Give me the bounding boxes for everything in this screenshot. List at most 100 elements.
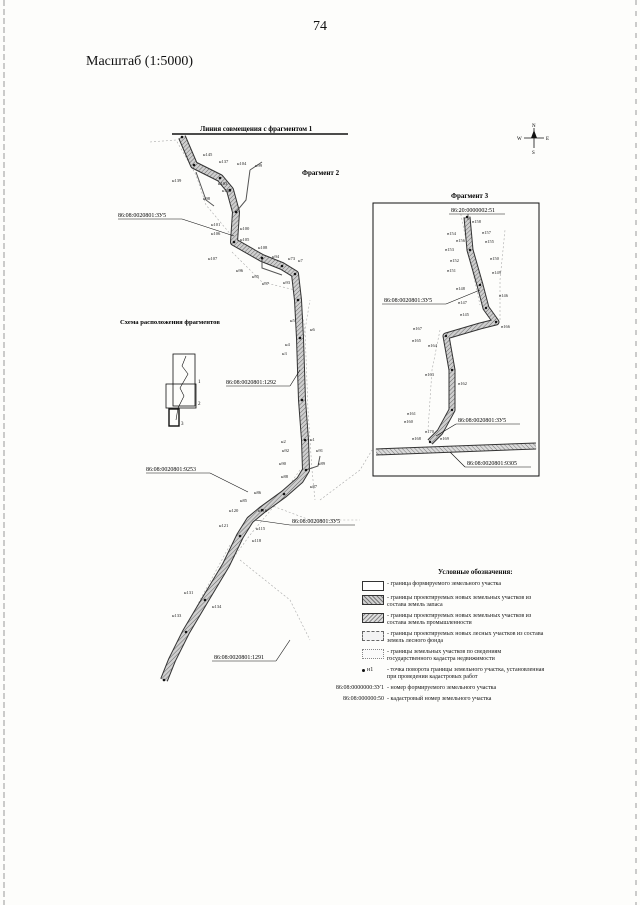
map-label: н153 <box>445 247 455 252</box>
scan-edge-left <box>3 0 5 905</box>
map-label: н134 <box>212 604 222 609</box>
map-label: н150 <box>490 256 500 261</box>
map-label: н105 <box>240 237 250 242</box>
scheme-title: Схема расположения фрагментов <box>120 319 220 326</box>
map-label: н73 <box>288 256 296 261</box>
map-label: н168 <box>412 436 422 441</box>
fragment2-title: Фрагмент 2 <box>302 169 340 177</box>
fragment3-road <box>375 442 537 456</box>
corridor-fragment3 <box>427 216 500 445</box>
map-label: н4 <box>285 342 290 347</box>
legend-code: 86:08:000000:50 <box>342 696 384 702</box>
map-label: н7 <box>298 258 303 263</box>
map-label: н115 <box>256 526 266 531</box>
map-label: н106 <box>211 231 221 236</box>
legend-code: 86:08:0000000:ЗУ1 <box>335 685 384 691</box>
page-number: 74 <box>313 19 327 34</box>
alignment-line-title: Линия совмещения с фрагментом 1 <box>200 125 313 133</box>
map-label: 86:08:0020801:9253 <box>146 467 196 473</box>
map-label: н133 <box>172 613 182 618</box>
map-label: н167 <box>413 326 423 331</box>
legend-text: - номер формируемого земельного участка <box>387 685 497 691</box>
scheme-labels: 1 2 3 <box>181 380 201 427</box>
map-label: н104 <box>237 161 247 166</box>
map-label: н152 <box>450 258 459 263</box>
map-label: н154 <box>447 231 457 236</box>
map-label: н162 <box>458 381 467 386</box>
legend-row: - границы проектируемых новых лесных уча… <box>318 631 618 645</box>
map-label: н148 <box>456 286 466 291</box>
legend-row: - границы проектируемых новых земельных … <box>318 595 618 609</box>
legend-symbol-outline <box>362 581 384 591</box>
map-label: н163 <box>425 372 435 377</box>
map-label: н103 <box>218 181 228 186</box>
map-label: 3 <box>181 422 184 427</box>
legend-symbol-industrial <box>362 613 384 623</box>
map-label: н169 <box>440 436 450 441</box>
map-label: н101 <box>211 222 221 227</box>
legend-text: - кадастровый номер земельного участка <box>387 696 492 702</box>
map-label: н116 <box>258 508 268 513</box>
map-label: 2 <box>198 402 201 407</box>
map-label: н120 <box>229 508 239 513</box>
map-label: н99 <box>255 163 263 168</box>
map-label: н6 <box>310 327 315 332</box>
point-marker-icon <box>362 669 365 672</box>
legend-text: - границы проектируемых новых земельных … <box>387 595 532 608</box>
map-label: н86 <box>254 490 262 495</box>
map-label: н87 <box>310 484 318 489</box>
map-label: н131 <box>184 590 194 595</box>
legend-row: - границы проектируемых новых земельных … <box>318 613 618 627</box>
cadastral-labels-f3: 86:20:0000002:51 86:08:0020801:ЗУ5 86:08… <box>382 208 531 468</box>
map-label: н165 <box>412 338 422 343</box>
compass-s: S <box>532 151 535 156</box>
map-label: н145 <box>460 312 470 317</box>
legend-row: - граница формируемого земельного участк… <box>318 581 618 591</box>
map-label: н137 <box>219 159 229 164</box>
fragment3-title: Фрагмент 3 <box>451 192 489 200</box>
legend-point-label: н1 <box>367 667 374 673</box>
map-label: н146 <box>499 293 509 298</box>
scale-label: Масштаб (1:5000) <box>86 54 193 69</box>
map-label: н160 <box>404 419 414 424</box>
map-label: н88 <box>281 474 289 479</box>
fragment-scheme <box>165 353 197 427</box>
turning-points-f2 <box>162 135 308 682</box>
legend-text: - границы земельных участков по сведения… <box>387 649 502 662</box>
compass-n: N <box>532 124 536 129</box>
map-label: н93 <box>283 280 291 285</box>
map-label: н108 <box>258 245 268 250</box>
map-label: 86:08:0020801:ЗУ5 <box>458 418 506 424</box>
map-label: 86:08:0020801:1292 <box>226 380 276 386</box>
map-label: 86:08:0020801:1291 <box>214 655 264 661</box>
map-label: н90 <box>279 461 287 466</box>
cadastral-labels-f2: 86:08:0020801:ЗУ5 86:08:0020801:1292 86:… <box>118 213 355 662</box>
point-labels-f2: н145 н137 н104 н99 н139 н103 н98 н102 н1… <box>172 152 326 618</box>
scan-edge-right <box>635 0 637 905</box>
map-label: н94 <box>272 254 280 259</box>
map-label: н91 <box>316 448 324 453</box>
legend-text: - границы проектируемых новых земельных … <box>387 613 532 626</box>
map-label: н97 <box>262 281 270 286</box>
legend-symbol-forest <box>362 631 384 641</box>
map-label: н145 <box>203 152 213 157</box>
legend-text: - граница формируемого земельного участк… <box>387 581 502 587</box>
map-label: н1 <box>310 437 315 442</box>
map-label: 86:20:0000002:51 <box>451 208 495 214</box>
map-label: н100 <box>240 226 250 231</box>
map-label: н157 <box>482 230 492 235</box>
map-label: н98 <box>203 196 211 201</box>
map-label: н5 <box>290 318 295 323</box>
legend-text: - границы проектируемых новых лесных уча… <box>387 631 544 644</box>
legend-row: н1- точка поворота границы земельного уч… <box>318 667 618 681</box>
map-label: н147 <box>458 300 468 305</box>
compass-icon: N S W E <box>517 124 549 156</box>
legend-row: 86:08:0000000:ЗУ1- номер формируемого зе… <box>318 685 618 692</box>
map-label: н89 <box>318 461 326 466</box>
corridor-fragment2 <box>160 135 321 682</box>
map-label: н166 <box>501 324 511 329</box>
map-label: н2 <box>281 439 286 444</box>
map-label: 86:08:0020801:ЗУ5 <box>292 519 340 525</box>
map-label: 86:08:0020801:9305 <box>467 461 517 467</box>
